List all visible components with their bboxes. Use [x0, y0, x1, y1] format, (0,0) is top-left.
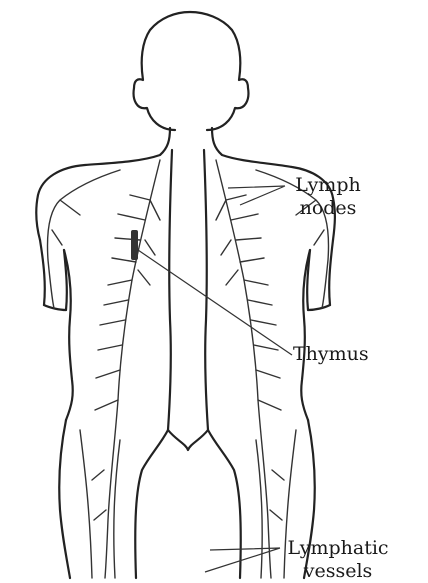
left-arm-bottom: [44, 305, 66, 310]
leader-lymph-nodes: [228, 186, 285, 205]
neck-left: [36, 128, 170, 240]
vessel-right-branches: [216, 195, 281, 410]
vessel-right-main: [216, 160, 271, 578]
inner-legs: [135, 430, 241, 578]
leader-lymphatic-vessels: [205, 548, 280, 572]
lymph-nodes-label: Lymph nodes: [283, 174, 373, 220]
thymus-gland: [131, 230, 138, 260]
lymphatic-vessels-label: Lymphatic vessels: [278, 537, 398, 583]
left-arm-outer: [40, 240, 45, 305]
leader-thymus: [138, 250, 292, 355]
lymphatic-vessels-label-line1: Lymphatic: [278, 537, 398, 560]
thymus-label: Thymus: [293, 343, 383, 366]
right-arm-outer: [329, 240, 333, 305]
lymphatic-vessels-label-line2: vessels: [278, 560, 398, 583]
vessel-left-arm: [48, 170, 121, 308]
spine-right: [204, 150, 208, 430]
left-leg-outer: [59, 420, 70, 578]
spine-left: [168, 150, 172, 430]
head-outline: [134, 12, 249, 130]
right-arm-bottom: [308, 305, 330, 310]
vessel-left-branches: [95, 195, 160, 410]
lymph-nodes-label-line1: Lymph: [283, 174, 373, 197]
lymph-nodes-label-line2: nodes: [283, 197, 373, 220]
